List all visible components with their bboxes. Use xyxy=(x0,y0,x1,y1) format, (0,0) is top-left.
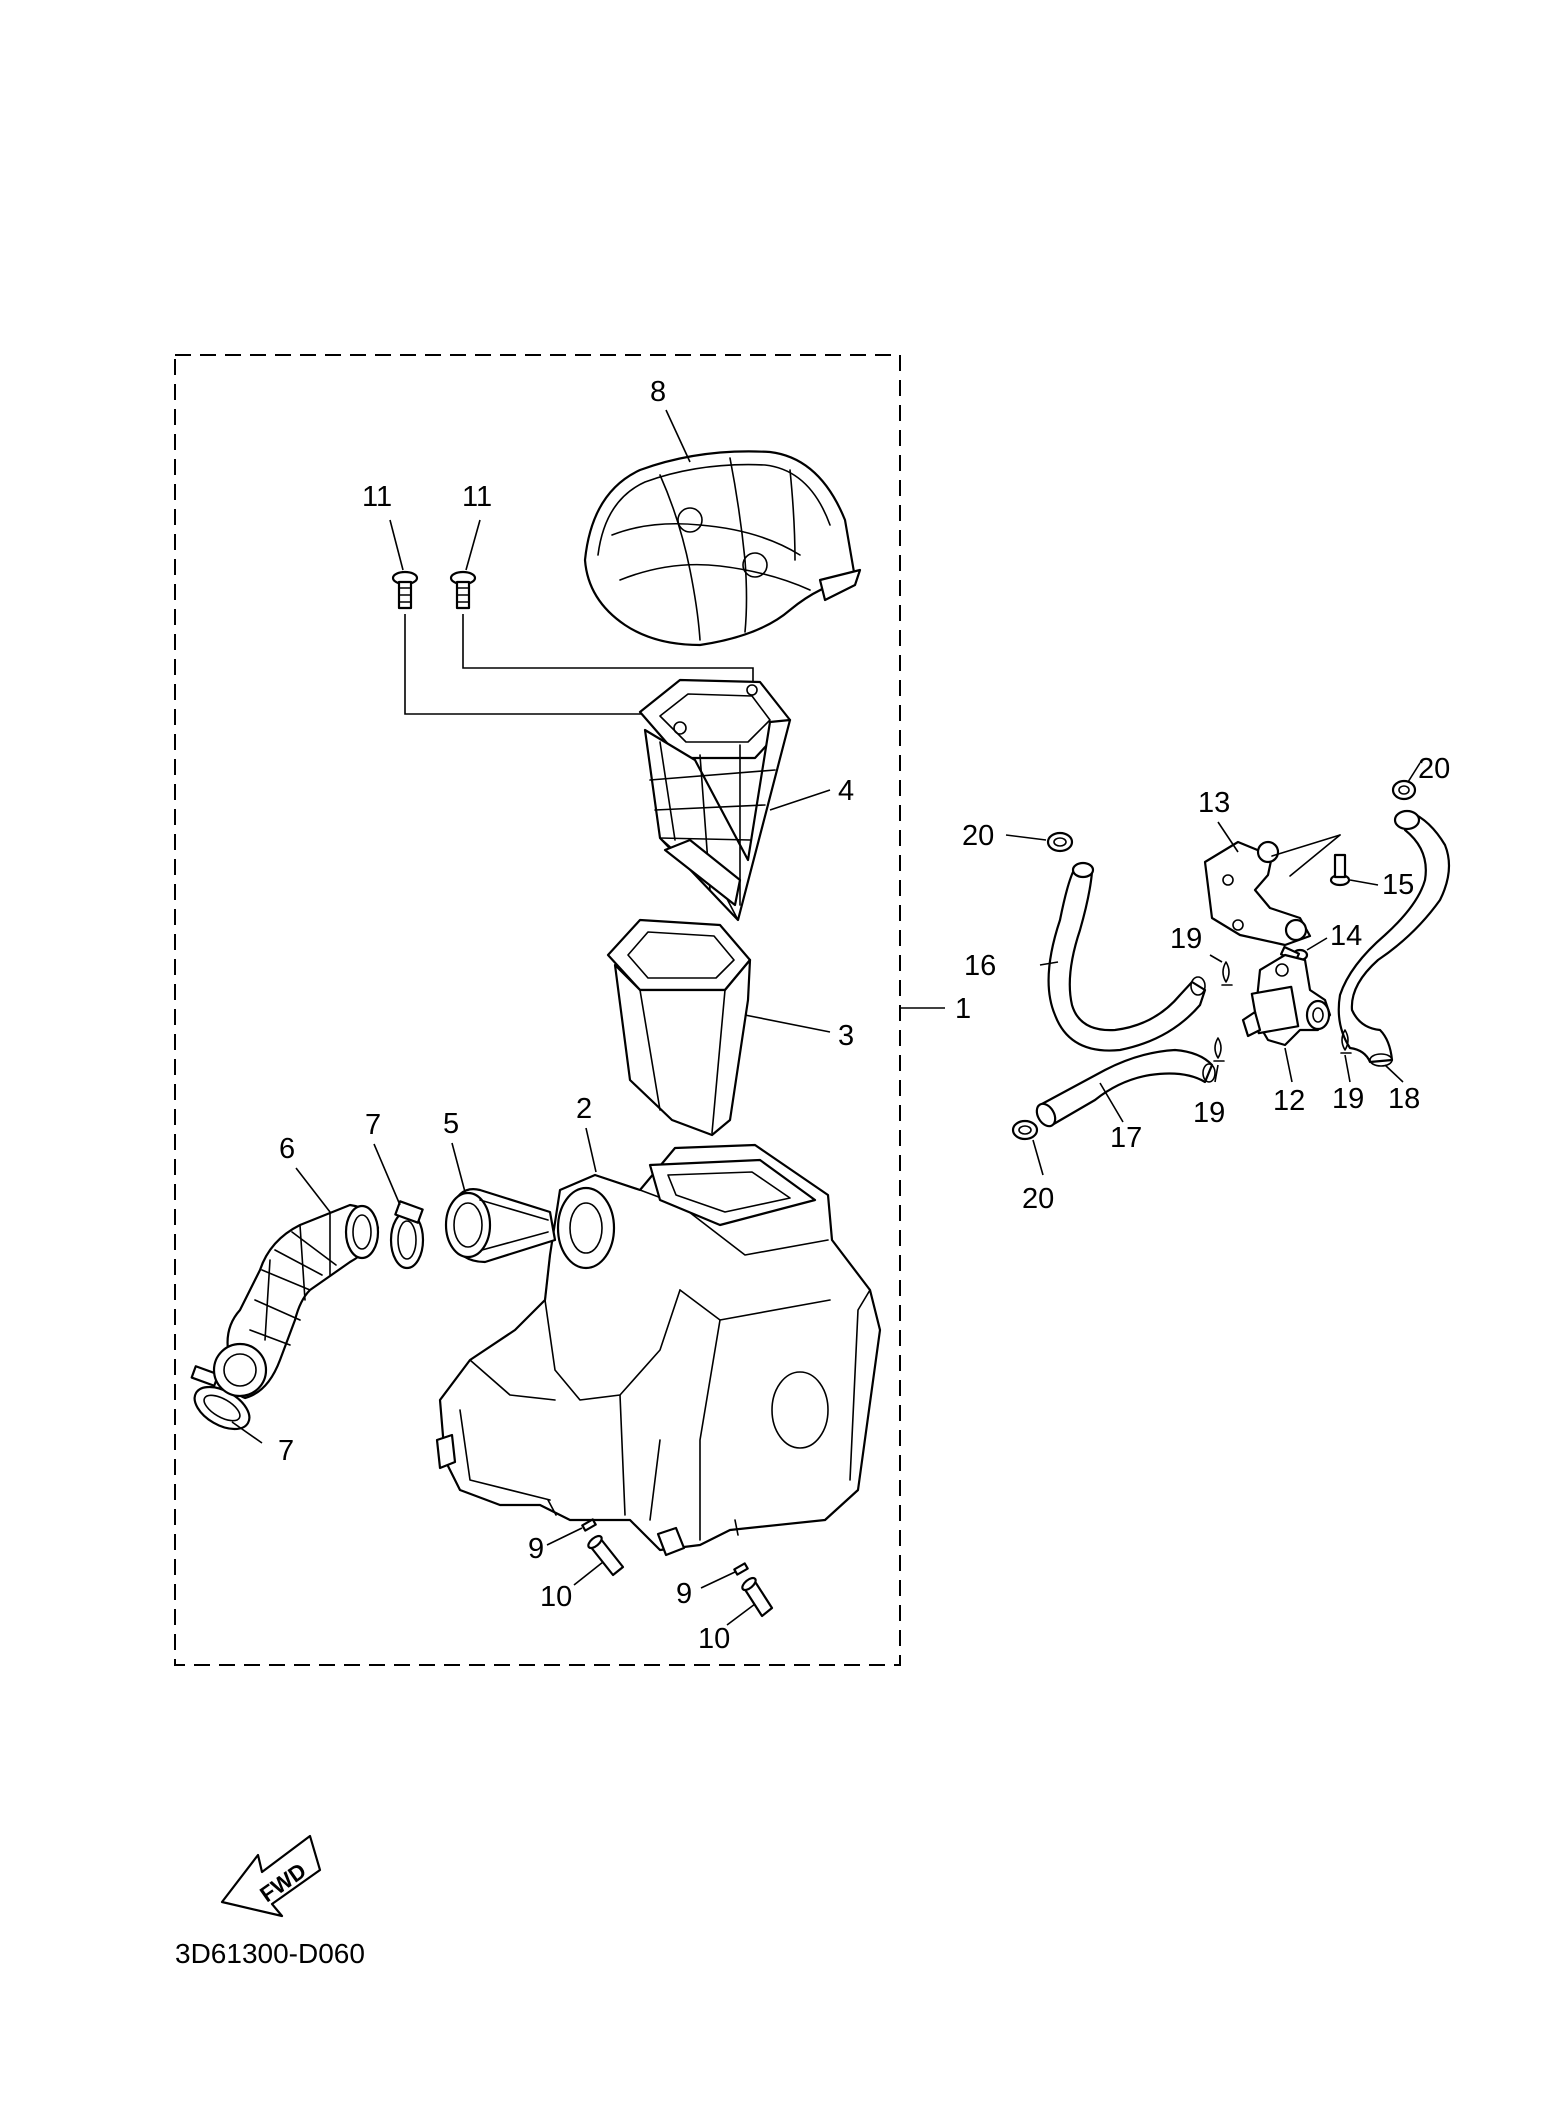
part-9-clip-right xyxy=(733,1562,749,1576)
callout-10-right: 10 xyxy=(698,1623,730,1655)
part-2-filter-case xyxy=(435,1143,882,1557)
leader-9b xyxy=(700,1571,736,1589)
callout-1: 1 xyxy=(955,993,971,1025)
leader-20a xyxy=(1005,834,1047,841)
leader-19a xyxy=(1209,954,1223,963)
part-12-valve xyxy=(1241,953,1332,1047)
callout-12: 12 xyxy=(1273,1085,1305,1117)
callout-14: 14 xyxy=(1330,920,1362,952)
leader-6 xyxy=(295,1167,331,1213)
leader-20c xyxy=(1032,1139,1044,1176)
leader-7b xyxy=(231,1421,263,1444)
part-19-clip-1 xyxy=(1221,961,1233,986)
callout-2: 2 xyxy=(576,1093,592,1125)
part-4-filter-cage xyxy=(638,678,792,922)
part-15-bolt xyxy=(1329,853,1351,887)
callout-7-upper: 7 xyxy=(365,1109,381,1141)
part-10-plug-right xyxy=(741,1576,774,1618)
leader-8 xyxy=(665,409,691,463)
leader-15 xyxy=(1349,879,1379,886)
part-11-screw-left xyxy=(391,570,419,610)
part-17-hose xyxy=(1035,1048,1216,1128)
callout-3: 3 xyxy=(838,1020,854,1052)
fwd-arrow-icon: FWD xyxy=(220,1834,322,1918)
callout-11-left: 11 xyxy=(362,481,392,513)
callout-5: 5 xyxy=(443,1108,459,1140)
part-16-hose xyxy=(1047,861,1207,1052)
leader-11b xyxy=(465,519,481,571)
leader-3 xyxy=(744,1014,831,1033)
leader-19c xyxy=(1344,1054,1351,1083)
part-10-plug-left xyxy=(587,1534,625,1577)
part-18-hose xyxy=(1337,809,1451,1067)
part-20-clamp-1 xyxy=(1046,831,1074,853)
callout-19-middle: 19 xyxy=(1193,1097,1225,1129)
callout-20-lower: 20 xyxy=(1022,1183,1054,1215)
part-13-bracket xyxy=(1203,834,1341,947)
part-6-intake-duct xyxy=(212,1203,380,1400)
leader-12 xyxy=(1284,1047,1293,1083)
leader-13 xyxy=(1217,821,1239,853)
part-7-clamp-upper xyxy=(389,1200,425,1270)
leader-17 xyxy=(1099,1082,1124,1123)
leader-5 xyxy=(451,1142,466,1193)
part-20-clamp-2 xyxy=(1391,779,1417,801)
callout-8: 8 xyxy=(650,376,666,408)
callout-11-right: 11 xyxy=(462,481,492,513)
leader-11a xyxy=(389,519,404,571)
leader-9a xyxy=(546,1527,583,1546)
leader-4 xyxy=(769,789,831,811)
callout-16: 16 xyxy=(964,950,996,982)
callout-19-right: 19 xyxy=(1332,1083,1364,1115)
leader-7a xyxy=(373,1143,401,1206)
part-5-funnel xyxy=(444,1188,557,1264)
callout-17: 17 xyxy=(1110,1122,1142,1154)
leader-10a xyxy=(573,1561,604,1586)
callout-20-upper-left: 20 xyxy=(962,820,994,852)
part-19-clip-3 xyxy=(1340,1029,1352,1054)
drawing-code: 3D61300-D060 xyxy=(175,1938,365,1969)
leader-16 xyxy=(1039,961,1059,966)
part-11-screw-right xyxy=(449,570,477,610)
assembly-boundary xyxy=(174,354,901,1666)
part-20-clamp-3 xyxy=(1011,1119,1039,1141)
callout-20-upper-right: 20 xyxy=(1418,753,1450,785)
callout-18: 18 xyxy=(1388,1083,1420,1115)
callout-13: 13 xyxy=(1198,787,1230,819)
callout-9-right: 9 xyxy=(676,1578,692,1610)
assembly-line-11b xyxy=(462,614,754,686)
leader-2 xyxy=(585,1127,597,1173)
callout-7-lower: 7 xyxy=(278,1435,294,1467)
callout-6: 6 xyxy=(279,1133,295,1165)
callout-19-upper: 19 xyxy=(1170,923,1202,955)
part-9-clip-left xyxy=(581,1518,597,1532)
part-19-clip-2 xyxy=(1213,1037,1225,1062)
callout-4: 4 xyxy=(838,775,854,807)
callout-15: 15 xyxy=(1382,869,1414,901)
callout-9-left: 9 xyxy=(528,1533,544,1565)
leader-20b xyxy=(1407,762,1421,783)
part-8-filter-cover xyxy=(583,450,862,647)
leader-18 xyxy=(1384,1064,1404,1083)
assembly-line-11a xyxy=(404,614,668,730)
leader-14 xyxy=(1306,937,1328,951)
leader-19b xyxy=(1214,1064,1219,1083)
part-3-filter-element xyxy=(606,918,752,1137)
leader-10b xyxy=(726,1603,756,1626)
callout-10-left: 10 xyxy=(540,1581,572,1613)
